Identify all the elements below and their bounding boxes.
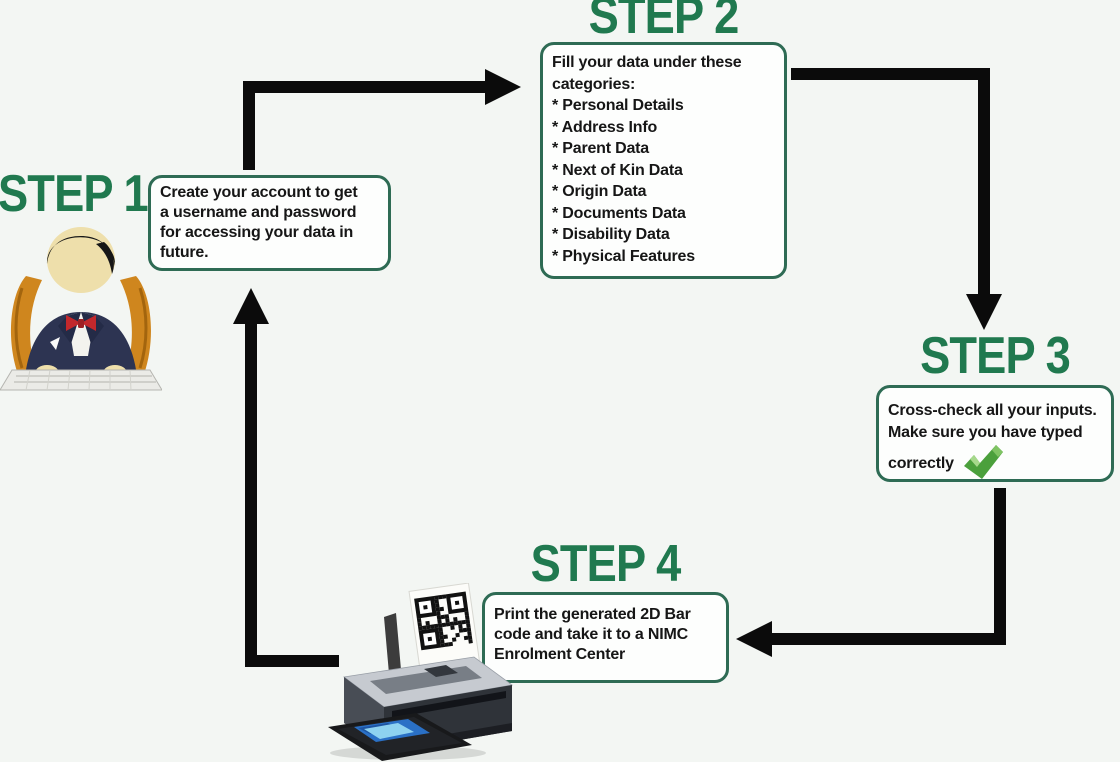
step3-text-line: correctly [888, 444, 1102, 480]
arrow-step2-to-step3 [791, 68, 1002, 330]
step1-box: Create your account to get a username an… [148, 175, 391, 271]
step2-title: STEP 2 [588, 0, 740, 45]
step2-category-item: * Documents Data [552, 204, 686, 222]
step1-text-line: Create your account to get [160, 184, 358, 201]
qr-code [414, 591, 473, 651]
arrow-step4-to-step1 [233, 288, 339, 667]
step1-text-line: a username and password [160, 204, 357, 221]
step2-category-item: * Parent Data [552, 140, 649, 157]
arrow-step3-to-step4 [736, 488, 1006, 657]
step1-title: STEP 1 [0, 165, 149, 223]
step4-text-line: Enrolment Center [494, 646, 626, 663]
step2-category-item: * Physical Features [552, 247, 695, 265]
step2-category-item: * Personal Details [552, 97, 684, 114]
step3-text-line: Make sure you have typed [888, 424, 1083, 441]
step3-text-line: Cross-check all your inputs. [888, 402, 1097, 419]
step4-title: STEP 4 [530, 535, 682, 593]
step2-intro-line: categories: [552, 75, 636, 93]
printer-with-qr-code-icon [328, 583, 513, 761]
step3-box: Cross-check all your inputs. Make sure y… [876, 385, 1114, 482]
step2-category-item: * Disability Data [552, 226, 670, 243]
step2-box: Fill your data under these categories: *… [540, 42, 787, 279]
checkmark-icon [963, 445, 1003, 479]
step3-text-last-word: correctly [888, 455, 954, 472]
arrow-step1-to-step2 [243, 69, 521, 170]
step1-text-line: future. [160, 244, 209, 261]
step1-text-line: for accessing your data in [160, 224, 354, 241]
step2-intro-line: Fill your data under these [552, 54, 742, 71]
step4-box: Print the generated 2D Bar code and take… [482, 592, 729, 683]
step3-title: STEP 3 [920, 327, 1071, 385]
step2-category-item: * Address Info [552, 118, 658, 136]
step4-text-line: code and take it to a NIMC [494, 626, 688, 643]
person-at-computer-icon [0, 227, 162, 391]
step2-category-item: * Next of Kin Data [552, 161, 683, 179]
step2-category-item: * Origin Data [552, 183, 647, 200]
step4-text-line: Print the generated 2D Bar [494, 606, 691, 623]
